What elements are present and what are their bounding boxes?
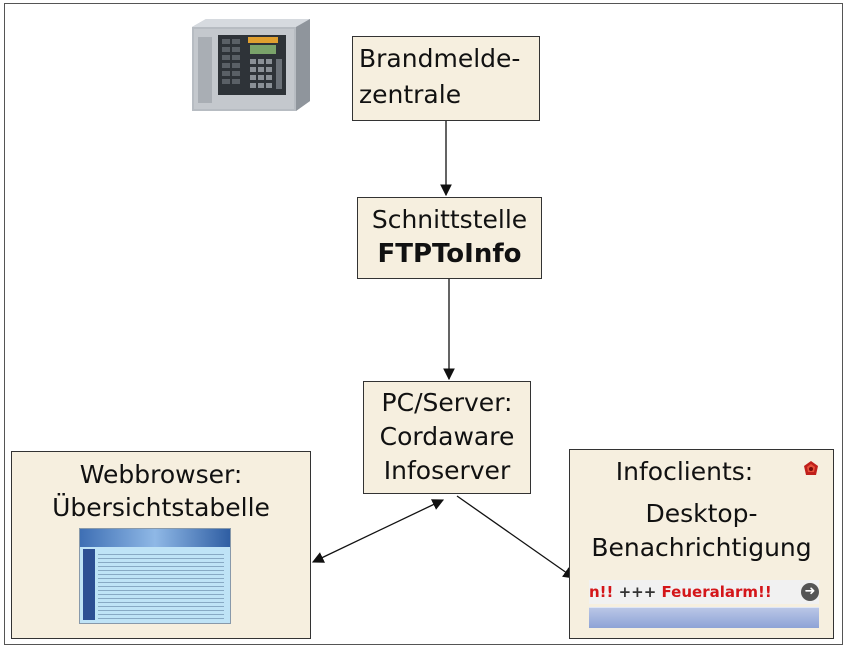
- webbrowser-screenshot: [79, 528, 231, 624]
- node-pc-server: PC/Server: Cordaware Infoserver: [363, 381, 531, 494]
- webbrowser-screenshot-header: [80, 529, 230, 547]
- ticker-taskbar: [589, 607, 819, 628]
- node-schnittstelle: Schnittstelle FTPToInfo: [357, 197, 542, 279]
- node-web-line1: Webbrowser:: [79, 460, 243, 489]
- node-info-line2: Desktop-: [645, 499, 758, 528]
- node-pc-line3: Infoserver: [383, 456, 511, 485]
- node-brandmeldezentrale: Brandmelde- zentrale: [352, 36, 540, 121]
- node-info-line3: Benachrichtigung: [591, 533, 812, 562]
- fire-alarm-panel-image: [192, 19, 310, 111]
- alarm-ticker: n!! +++ Feueralarm!!: [589, 580, 819, 604]
- ticker-separator: +++: [613, 583, 662, 601]
- node-bmz-line2: zentrale: [359, 80, 462, 109]
- node-ftp-line1: Schnittstelle: [371, 205, 528, 234]
- ticker-arrow-icon: ➜: [801, 583, 819, 601]
- node-info-line1: Infoclients:: [615, 457, 754, 486]
- node-bmz-line1: Brandmelde-: [359, 44, 521, 73]
- arrow-pc-to-infoclients: [456, 495, 575, 579]
- arrow-pc-web-bidirectional: [311, 499, 445, 563]
- node-ftp-line2: FTPToInfo: [377, 239, 522, 269]
- node-pc-line2: Cordaware: [379, 422, 515, 451]
- node-pc-line1: PC/Server:: [381, 388, 513, 417]
- infoclient-logo-icon: [804, 461, 818, 475]
- ticker-part3: Feueralarm!!: [661, 583, 772, 601]
- webbrowser-screenshot-sidebar: [83, 549, 95, 620]
- ticker-part1: n!!: [589, 583, 614, 601]
- diagram-frame: [4, 3, 843, 645]
- webbrowser-screenshot-content: [98, 551, 224, 619]
- node-web-line2: Übersichtstabelle: [52, 493, 270, 522]
